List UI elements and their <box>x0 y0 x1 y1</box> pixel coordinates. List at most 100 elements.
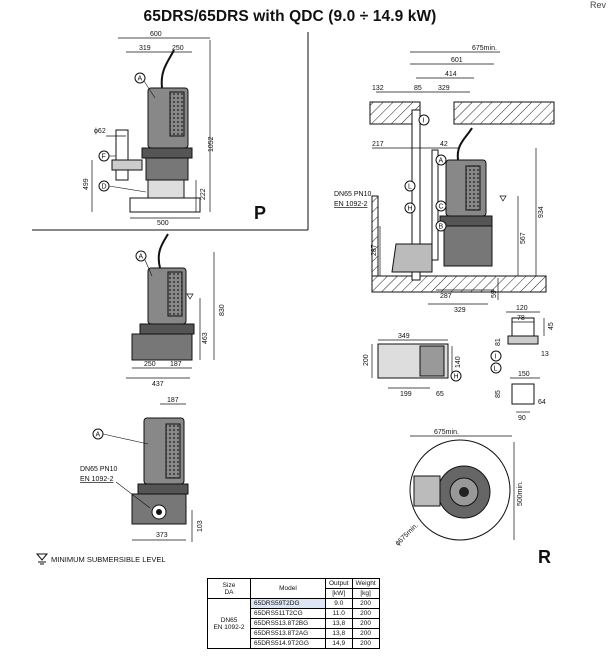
spec-model-cell: 65DRS513.8T2BG <box>250 618 326 629</box>
page-title: 65DRS/65DRS with QDC (9.0 ÷ 14.9 kW) <box>143 8 437 25</box>
revision-label: Rev <box>590 0 607 10</box>
dim-499: 499 <box>83 178 90 190</box>
dim-phi62: ϕ62 <box>94 128 106 135</box>
dim-329-b: 329 <box>454 307 466 314</box>
table-row: 65DRS513.8T2AG 13,8 200 <box>208 628 380 639</box>
callout-a-r: A <box>439 158 444 165</box>
view-p-label: P <box>254 203 266 223</box>
dim-65: 65 <box>436 391 444 398</box>
spec-header-model: Model <box>250 578 326 599</box>
flange-note-r-1: DN65 PN10 <box>334 191 371 198</box>
dim-319: 319 <box>139 45 151 52</box>
spec-weight-cell: 200 <box>351 628 380 639</box>
spec-weight-cell: 200 <box>351 638 380 649</box>
spec-weight-cell: 200 <box>351 618 380 629</box>
dim-90: 90 <box>518 415 526 422</box>
spec-header-output: Output <box>325 578 353 589</box>
dim-600: 600 <box>150 31 162 38</box>
dim-120: 120 <box>516 305 528 312</box>
spec-output-cell: 14,9 <box>325 638 353 649</box>
dim-500: 500 <box>157 220 169 227</box>
dim-287-h: 287 <box>440 293 452 300</box>
spec-output-cell: 9.0 <box>325 598 353 609</box>
dim-287-v: 287 <box>371 244 378 256</box>
view-top: 675min. 500min. ϕ675min. R <box>394 429 551 567</box>
spec-model-cell: 65DRS514.9T2GG <box>250 638 326 649</box>
callout-a-side: A <box>139 254 144 261</box>
flange-note-front-2: EN 1092-2 <box>80 476 114 483</box>
dim-1052: 1052 <box>208 136 215 152</box>
callout-a-front: A <box>96 432 101 439</box>
view-p: 600 319 250 1052 ϕ62 499 222 500 A F D P <box>32 31 309 231</box>
flange-note-front-1: DN65 PN10 <box>80 466 117 473</box>
callout-d: D <box>102 184 107 191</box>
dim-78: 78 <box>517 315 525 322</box>
dim-250: 250 <box>172 45 184 52</box>
view-front: 187 373 103 A DN65 PN10 EN 1092-2 <box>80 397 204 542</box>
view-qdc-detail: 349 200 140 199 65 H <box>363 333 462 398</box>
min-level-icon <box>36 553 48 565</box>
callout-h-qdc: H <box>454 374 459 381</box>
dim-85-detail: 85 <box>495 390 502 398</box>
dim-85: 85 <box>414 85 422 92</box>
dim-103: 103 <box>197 520 204 532</box>
spec-header-weight: Weight <box>351 578 380 589</box>
legend-text: MINIMUM SUBMERSIBLE LEVEL <box>51 554 166 564</box>
flange-note-r-2: EN 1092-2 <box>334 201 368 208</box>
callout-f: F <box>102 154 106 161</box>
spec-model-cell: 65DRS59T2DG <box>250 598 326 609</box>
callout-i: I <box>423 118 425 125</box>
dim-187-side: 187 <box>170 361 182 368</box>
dim-45: 45 <box>548 322 555 330</box>
spec-output-cell: 13,8 <box>325 628 353 639</box>
spec-model-cell: 65DRS513.8T2AG <box>250 628 326 639</box>
callout-c: C <box>439 204 444 211</box>
spec-unit-weight: [kg] <box>351 588 380 599</box>
callout-h: H <box>408 206 413 213</box>
dim-463: 463 <box>202 332 209 344</box>
dim-830: 830 <box>219 304 226 316</box>
dim-373: 373 <box>156 532 168 539</box>
dim-81: 81 <box>495 338 502 346</box>
table-row: 65DRS514.9T2GG 14,9 200 <box>208 638 380 649</box>
view-r: 675min. 601 414 132 85 329 217 42 934 56… <box>334 45 555 314</box>
spec-output-cell: 11.0 <box>325 608 353 619</box>
dim-934: 934 <box>538 206 545 218</box>
dim-42: 42 <box>440 141 448 148</box>
dim-217: 217 <box>372 141 384 148</box>
dim-200: 200 <box>363 354 370 366</box>
dim-601: 601 <box>451 57 463 64</box>
dim-349: 349 <box>398 333 410 340</box>
dim-500min: 500min. <box>517 481 524 506</box>
dim-437: 437 <box>152 381 164 388</box>
spec-unit-output: [kW] <box>325 588 353 599</box>
dim-187-front: 187 <box>167 397 179 404</box>
dim-199: 199 <box>400 391 412 398</box>
callout-a: A <box>138 76 143 83</box>
dim-64: 64 <box>538 399 546 406</box>
view-side: 830 463 250 187 437 A <box>126 233 226 388</box>
dim-675min: 675min. <box>472 45 497 52</box>
dim-13: 13 <box>541 351 549 358</box>
dim-140: 140 <box>455 356 462 368</box>
spec-weight-cell: 200 <box>351 608 380 619</box>
callout-l-detail: L <box>494 366 498 373</box>
view-small-details: 120 78 45 81 13 I L 150 85 64 90 <box>490 305 555 422</box>
dim-675min-top: 675min. <box>434 429 459 436</box>
callout-b: B <box>439 224 444 231</box>
dim-414: 414 <box>445 71 457 78</box>
dim-59: 59 <box>491 290 498 298</box>
spec-model-cell: 65DRS511T2CG <box>250 608 326 619</box>
dim-329: 329 <box>438 85 450 92</box>
spec-output-cell: 13,8 <box>325 618 353 629</box>
dim-150: 150 <box>518 371 530 378</box>
callout-i-detail: I <box>495 354 497 361</box>
legend: MINIMUM SUBMERSIBLE LEVEL <box>36 553 166 565</box>
dim-567: 567 <box>520 232 527 244</box>
dim-250-side: 250 <box>144 361 156 368</box>
